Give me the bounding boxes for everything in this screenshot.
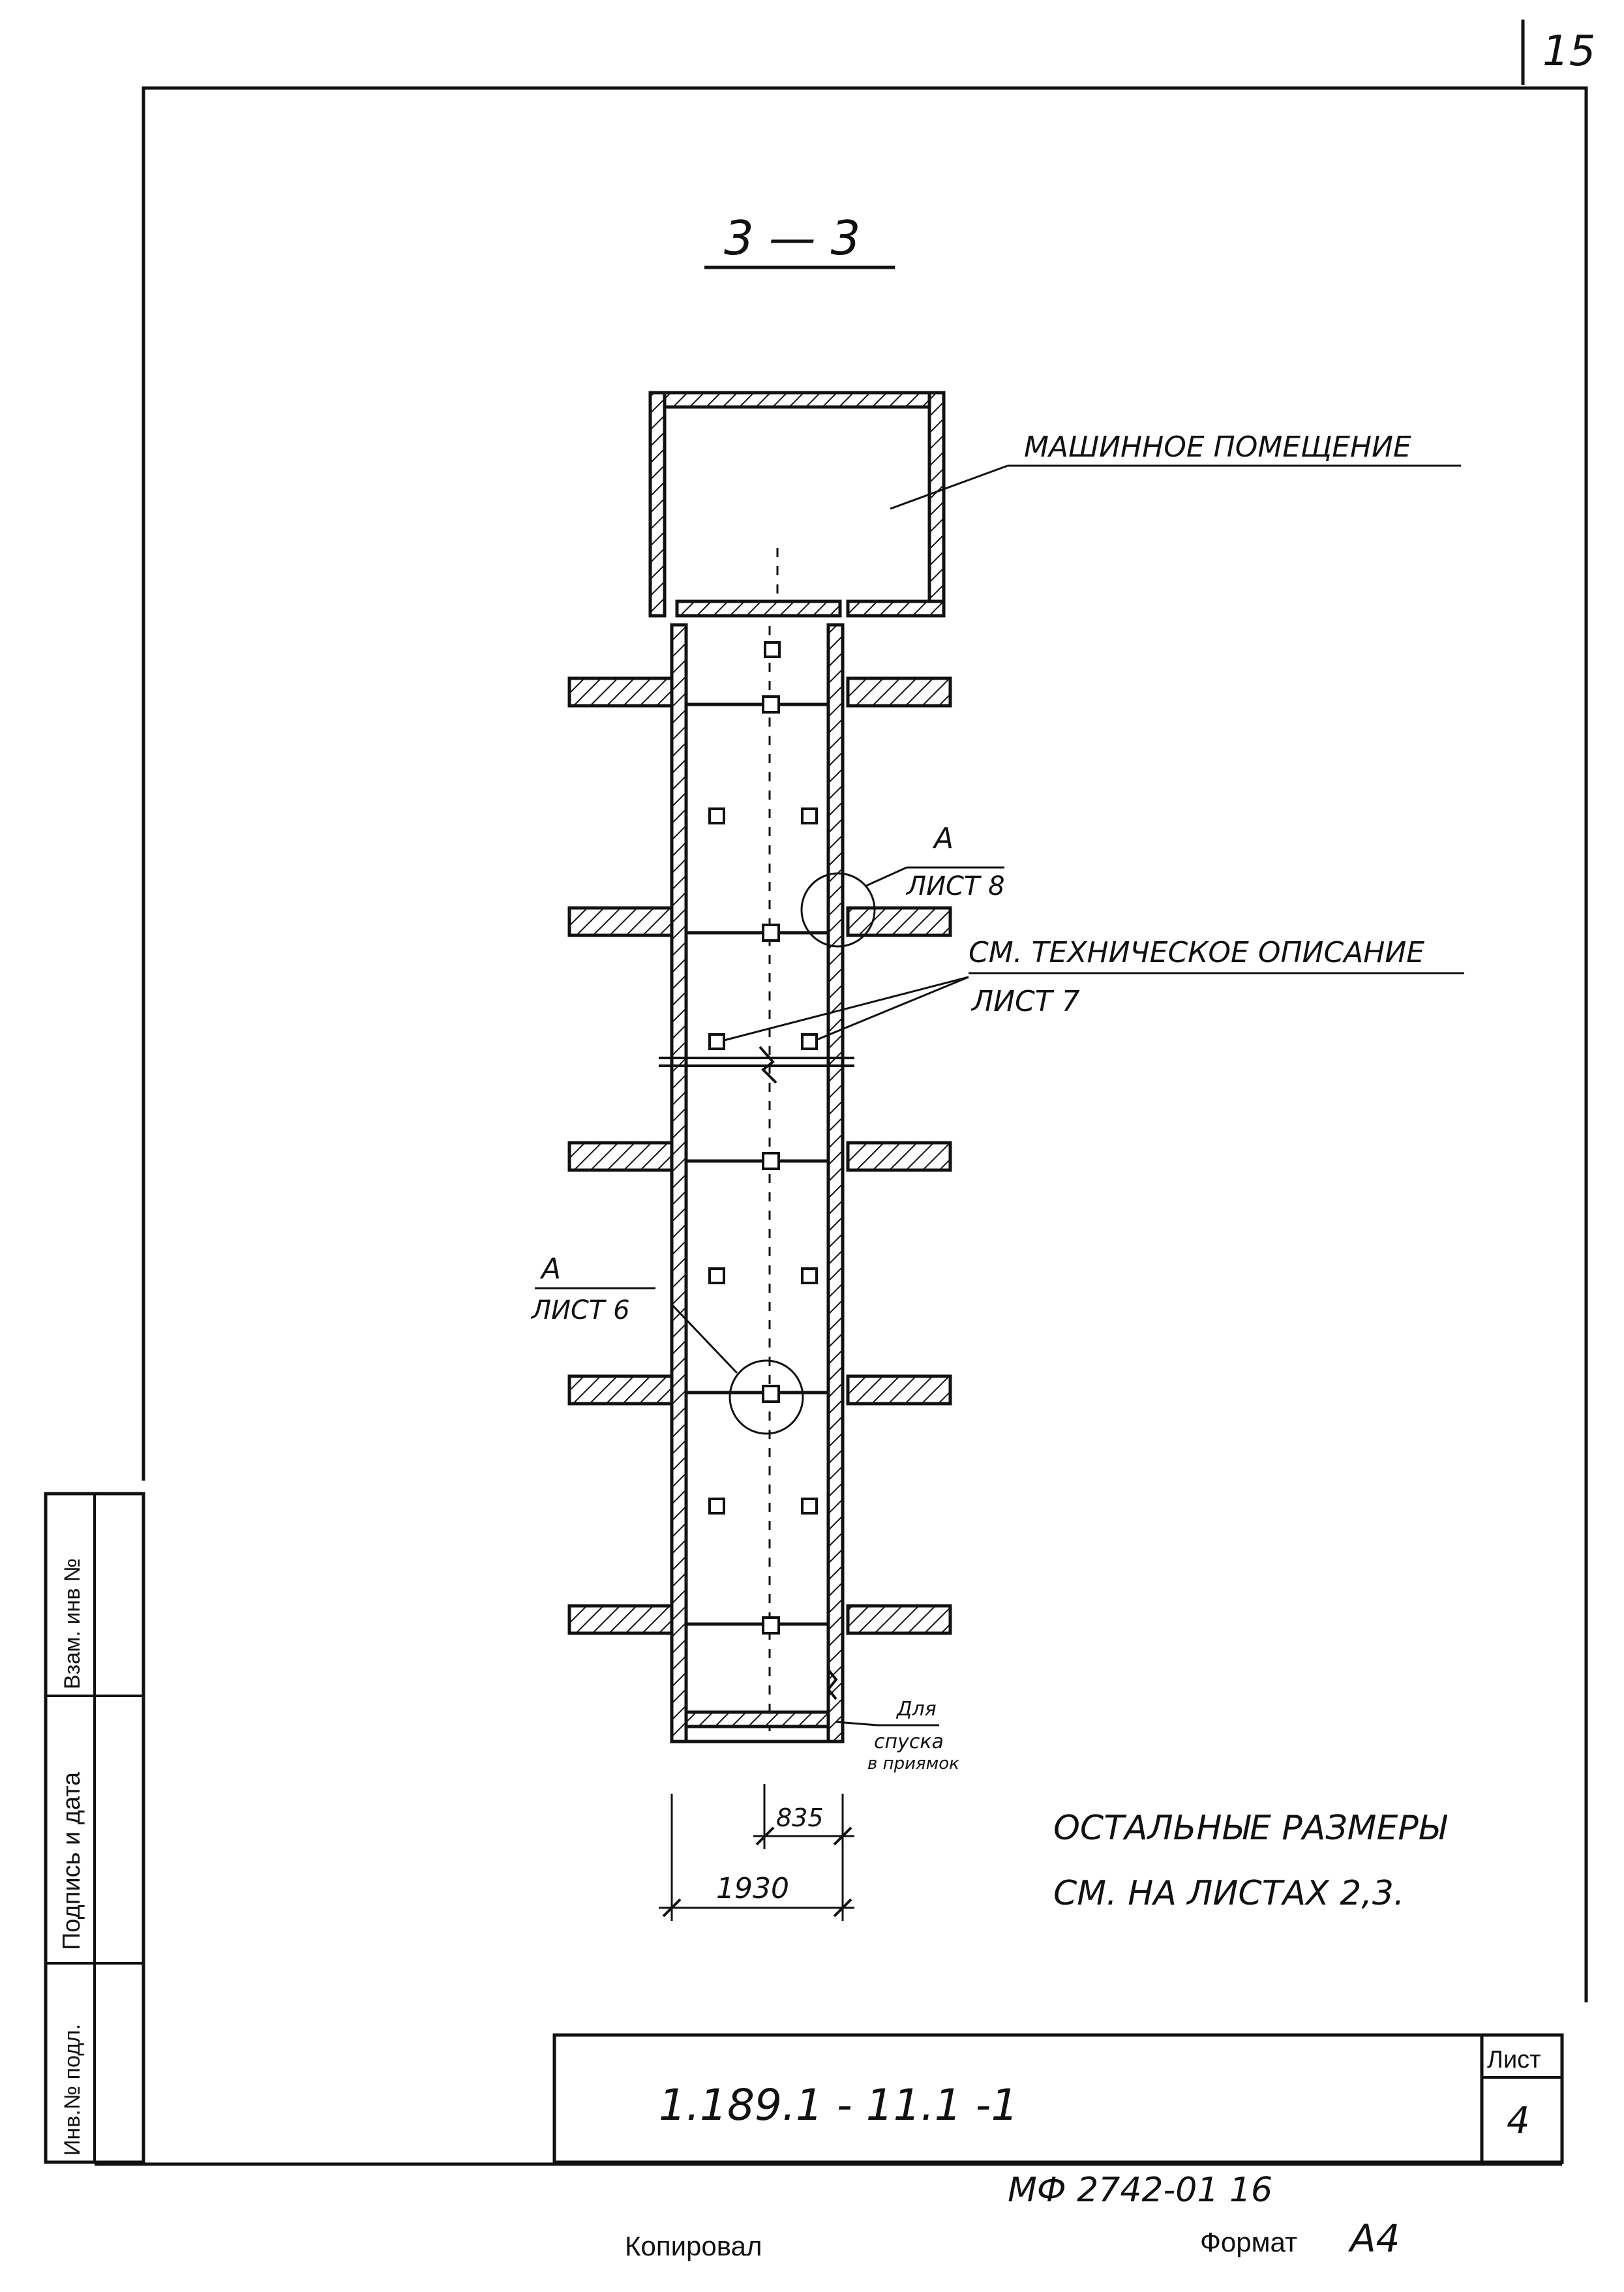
- machine-room-leader: [890, 464, 1008, 510]
- document-code: 1.189.1 - 11.1 -1: [659, 2080, 1018, 2130]
- tech-leader-1: [723, 976, 969, 1042]
- callout-a-top: А: [932, 822, 954, 855]
- sheet-label: Лист: [1487, 2046, 1541, 2073]
- archive-number: МФ 2742-01 16: [1008, 2171, 1272, 2210]
- callout-sheet-6: ЛИСТ 6: [530, 1295, 630, 1325]
- copied-by-label: Копировал: [625, 2231, 762, 2261]
- stamp-inv-podl: Инв.№ подл.: [60, 2024, 85, 2156]
- side-stamp: Инв.№ подл. Подпись и дата Взам. инв №: [44, 1492, 145, 2164]
- detail-circle-sheet-6: [729, 1359, 804, 1435]
- machine-room-label: МАШИННОЕ ПОМЕЩЕНИЕ: [1024, 430, 1411, 464]
- dimension-lines: [659, 1784, 854, 1921]
- section-title: 3 — 3: [724, 211, 860, 265]
- note-line1: ОСТАЛЬНЫЕ РАЗМЕРЫ: [1053, 1809, 1448, 1848]
- lift-shaft: [659, 623, 854, 1743]
- format-label: Формат: [1200, 2227, 1297, 2257]
- tech-description-sheet: ЛИСТ 7: [970, 985, 1080, 1018]
- dimension-1930: 1930: [716, 1872, 789, 1905]
- callout-a-left: А: [539, 1252, 561, 1286]
- title-block: [552, 2033, 1564, 2164]
- format-value: А4: [1347, 2216, 1400, 2261]
- note-line2: СМ. НА ЛИСТАХ 2,3.: [1053, 1874, 1404, 1913]
- detail-circle-sheet-8: [800, 872, 876, 948]
- pit-label-line1: Для: [895, 1698, 937, 1721]
- pit-label-line2: спуска: [874, 1730, 944, 1753]
- pit-label-line3: в приямок: [867, 1754, 959, 1773]
- tech-leader-2: [815, 976, 969, 1042]
- stamp-replaces-inv: Взам. инв №: [60, 1558, 85, 1689]
- dimension-835: 835: [776, 1803, 824, 1832]
- floor-slabs: [567, 676, 952, 1635]
- sheet-number: 4: [1507, 2100, 1530, 2142]
- stamp-signature-date: Подпись и дата: [58, 1772, 85, 1950]
- page-number: 15: [1542, 27, 1595, 76]
- machine-room: [648, 391, 946, 618]
- callout-sheet-8: ЛИСТ 8: [905, 871, 1005, 901]
- tech-description-label: СМ. ТЕХНИЧЕСКОЕ ОПИСАНИЕ: [969, 936, 1424, 969]
